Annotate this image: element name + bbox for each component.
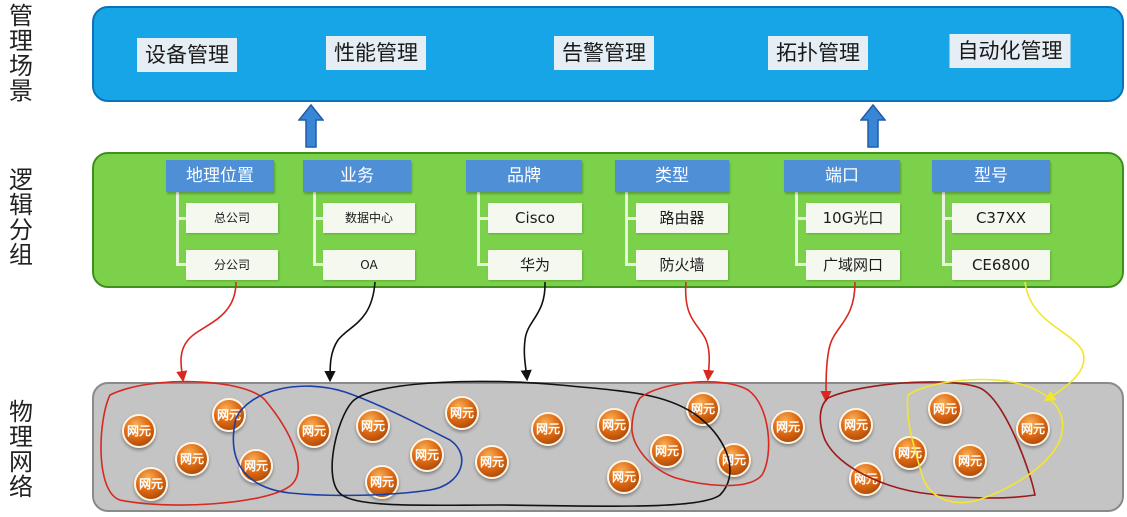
category-brand: 品牌: [466, 160, 582, 192]
category-geo-location: 地理位置: [166, 160, 274, 192]
tree-connector: [176, 190, 179, 266]
network-element-node: 网元: [531, 412, 565, 446]
group-item-huawei: 华为: [488, 250, 582, 280]
up-arrow-icon: [298, 104, 324, 148]
category-port: 端口: [784, 160, 900, 192]
tree-connector: [942, 190, 945, 266]
tree-connector: [477, 263, 489, 266]
tree-connector: [313, 263, 325, 266]
network-element-node: 网元: [475, 445, 509, 479]
label-physical-network: 物 理 网 络: [9, 398, 33, 501]
category-type: 类型: [615, 160, 729, 192]
tree-connector: [176, 217, 188, 220]
network-element-node: 网元: [953, 444, 987, 478]
up-arrow-icon: [860, 104, 886, 148]
tree-connector: [795, 263, 807, 266]
category-model: 型号: [932, 160, 1050, 192]
tree-connector: [625, 263, 637, 266]
group-item-cisco: Cisco: [488, 203, 582, 233]
network-element-node: 网元: [839, 408, 873, 442]
network-element-node: 网元: [175, 442, 209, 476]
connector-arrow-ce6800: [1024, 281, 1085, 402]
group-item-10g-optical-port: 10G光口: [806, 203, 900, 233]
network-element-node: 网元: [893, 436, 927, 470]
group-item-data-center: 数据中心: [323, 203, 415, 233]
group-item-router: 路由器: [636, 203, 728, 233]
group-item-branch-office: 分公司: [186, 250, 278, 280]
network-element-node: 网元: [410, 438, 444, 472]
scenario-performance-management: 性能管理: [326, 36, 426, 70]
network-element-node: 网元: [212, 398, 246, 432]
group-loop-wan-port-red: [819, 381, 1036, 499]
group-item-oa: OA: [323, 250, 415, 280]
group-item-wan-port: 广域网口: [806, 250, 900, 280]
group-loop-firewall-red: [631, 380, 770, 487]
tree-connector: [313, 190, 316, 266]
connector-arrow-wan-port: [820, 281, 856, 403]
tree-connector: [625, 190, 628, 266]
group-item-firewall: 防火墙: [636, 250, 728, 280]
group-loop-branch-office-red: [100, 380, 299, 506]
network-element-node: 网元: [134, 467, 168, 501]
connector-arrow-oa: [324, 281, 376, 383]
category-business: 业务: [303, 160, 411, 192]
network-element-node: 网元: [356, 409, 390, 443]
group-loop-oa-blue: [232, 385, 463, 497]
scenario-topology-management: 拓扑管理: [768, 36, 868, 70]
network-element-node: 网元: [928, 392, 962, 426]
group-item-ce6800: CE6800: [952, 250, 1050, 280]
network-element-node: 网元: [771, 410, 805, 444]
group-loop-ce6800-yellow: [906, 378, 1064, 504]
tree-connector: [795, 217, 807, 220]
connector-arrow-firewall: [684, 281, 715, 382]
network-element-node: 网元: [297, 414, 331, 448]
scenario-alarm-management: 告警管理: [554, 36, 654, 70]
connector-arrow-branch-office: [176, 281, 237, 383]
network-element-node: 网元: [1016, 412, 1050, 446]
connector-arrow-huawei: [520, 281, 546, 382]
group-item-headquarters: 总公司: [186, 203, 278, 233]
network-element-node: 网元: [717, 443, 751, 477]
network-element-node: 网元: [445, 396, 479, 430]
network-element-node: 网元: [239, 449, 273, 483]
group-loop-huawei-black: [331, 380, 731, 508]
tree-connector: [942, 263, 954, 266]
tree-connector: [313, 217, 325, 220]
network-element-node: 网元: [597, 408, 631, 442]
tree-connector: [477, 217, 489, 220]
tree-connector: [795, 190, 798, 266]
network-element-node: 网元: [650, 434, 684, 468]
tree-connector: [942, 217, 954, 220]
label-management-scenario: 管 理 场 景: [9, 2, 33, 105]
tree-connector: [477, 190, 480, 266]
network-element-node: 网元: [607, 460, 641, 494]
scenario-device-management: 设备管理: [137, 38, 237, 72]
network-element-node: 网元: [122, 414, 156, 448]
tree-connector: [176, 263, 188, 266]
group-item-c37xx: C37XX: [952, 203, 1050, 233]
network-element-node: 网元: [849, 462, 883, 496]
scenario-automation-management: 自动化管理: [949, 34, 1071, 68]
label-logical-grouping: 逻 辑 分 组: [9, 166, 33, 269]
tree-connector: [625, 217, 637, 220]
